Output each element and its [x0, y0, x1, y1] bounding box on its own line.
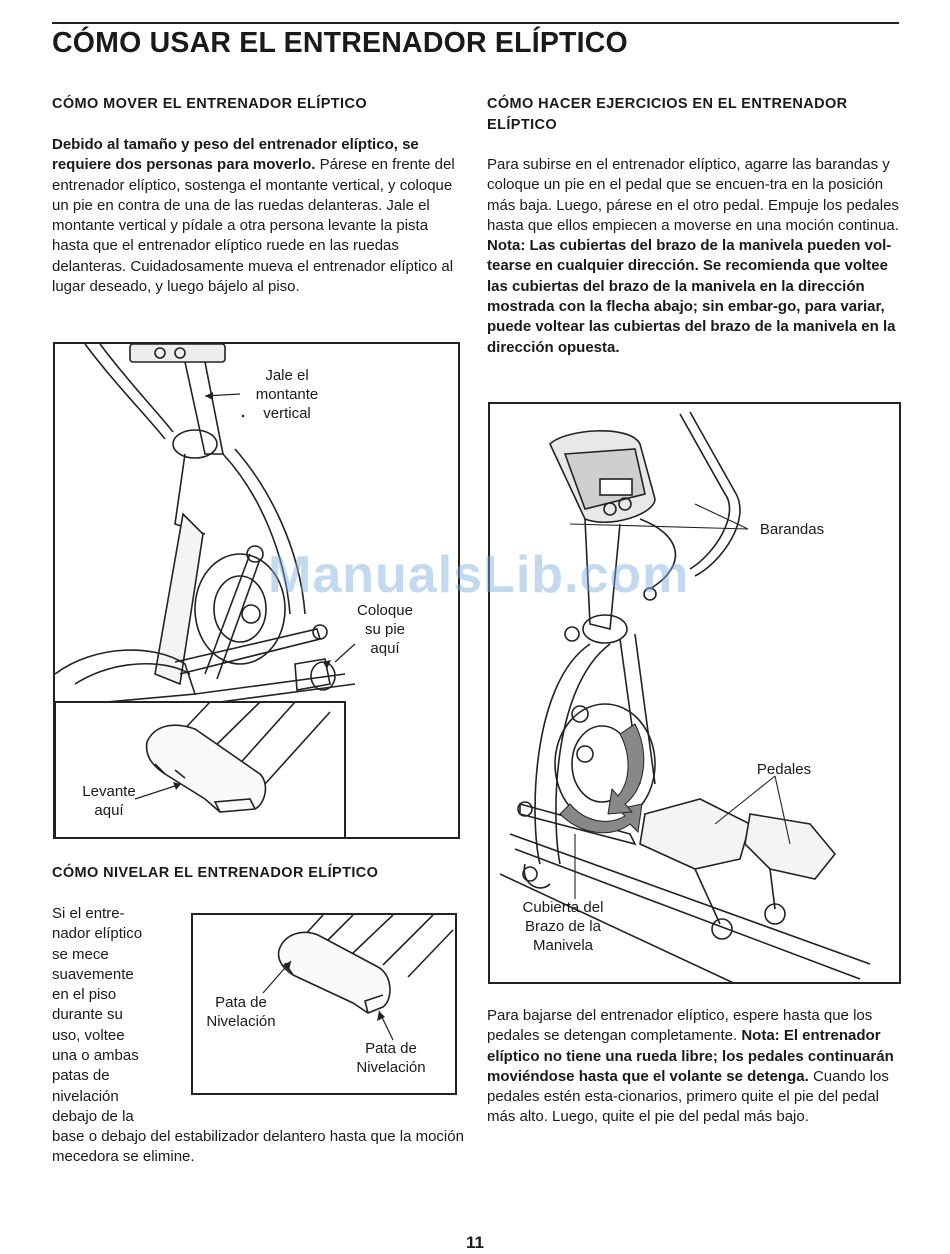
label-leveling-foot-a: Pata de Nivelación	[193, 993, 289, 1031]
page-title: CÓMO USAR EL ENTRENADOR ELÍPTICO	[52, 27, 628, 59]
figure-moving-illustration	[55, 344, 356, 837]
label-rails: Barandas	[759, 521, 825, 538]
heading-move: CÓMO MOVER EL ENTRENADOR ELÍPTICO	[52, 96, 368, 112]
label-pull-line1: Jale el	[265, 367, 309, 384]
dismount-bold: Nota: El entrenador elíptico no tiene un…	[487, 1027, 894, 1085]
label-foot-line3: aquí	[370, 640, 400, 657]
dismount-paragraph: Para bajarse del entrenador elíptico, es…	[487, 1006, 902, 1128]
label-level-a-line2: Nivelación	[206, 1013, 276, 1030]
label-lift-line1: Levante	[82, 783, 136, 800]
move-text: Párese en frente del entrenador elíptico…	[52, 156, 455, 296]
figure-leveling: Pata de Nivelación Pata de Nivelación	[191, 913, 457, 1095]
label-level-a-line1: Pata de	[215, 994, 267, 1011]
level-line: debajo de la	[52, 1107, 134, 1125]
label-level-b-line2: Nivelación	[356, 1059, 426, 1076]
figure-exercising-illustration	[499, 411, 871, 982]
figure-leveling-illustration	[262, 915, 454, 1041]
move-bold: Debido al tamaño y peso del entrenador e…	[52, 136, 419, 174]
label-pull-upright: Jale el montante vertical	[247, 366, 327, 423]
level-line: patas de	[52, 1067, 110, 1085]
label-foot-line2: su pie	[364, 621, 406, 638]
watermark: ManualsLib.com	[268, 546, 690, 604]
level-line: uso, voltee	[52, 1026, 125, 1044]
label-cover-line2: Brazo de la	[525, 918, 601, 935]
exercise-text: Para subirse en el entrenador elíptico, …	[487, 156, 899, 234]
label-cover-line1: Cubierta del	[522, 899, 604, 916]
heading-level: CÓMO NIVELAR EL ENTRENADOR ELÍPTICO	[52, 865, 379, 881]
level-line: en el piso	[52, 986, 117, 1004]
label-level-b-line1: Pata de	[365, 1040, 417, 1057]
level-tail-text: base o debajo del estabilizador delanter…	[52, 1128, 464, 1166]
level-line: una o ambas	[52, 1047, 139, 1065]
level-line: Si el entre-	[52, 905, 125, 922]
label-pull-line2: montante	[255, 386, 319, 403]
label-lift-here: Levante aquí	[69, 782, 149, 820]
move-paragraph: Debido al tamaño y peso del entrenador e…	[52, 135, 464, 297]
exercise-paragraph: Para subirse en el entrenador elíptico, …	[487, 155, 899, 358]
level-line: nador elíptico	[52, 925, 143, 943]
label-pedals: Pedales	[756, 761, 812, 778]
figure-moving: Jale el montante vertical Coloque su pie…	[53, 342, 460, 839]
label-place-foot: Coloque su pie aquí	[345, 601, 425, 658]
right-column: CÓMO HACER EJERCICIOS EN EL ENTRENADOR E…	[487, 94, 899, 358]
label-crank-arm-cover: Cubierta del Brazo de la Manivela	[512, 898, 614, 955]
page-number: 11	[466, 1233, 484, 1252]
left-column: CÓMO MOVER EL ENTRENADOR ELÍPTICO Debido…	[52, 94, 464, 297]
label-cover-line3: Manivela	[532, 937, 594, 954]
label-foot-line1: Coloque	[357, 602, 413, 619]
label-pull-line3: vertical	[263, 405, 311, 422]
level-line: se mece	[52, 945, 109, 963]
level-line: durante su	[52, 1006, 123, 1024]
heading-exercise: CÓMO HACER EJERCICIOS EN EL ENTRENADOR E…	[487, 96, 848, 133]
level-line: nivelación	[52, 1087, 119, 1105]
label-lift-line2: aquí	[94, 802, 124, 819]
figure-exercising: Barandas Pedales Cubierta del Brazo de l…	[488, 402, 901, 984]
level-narrow-text: Si el entre- nador elíptico se mece suav…	[52, 904, 182, 1127]
exercise-bold: Nota: Las cubiertas del brazo de la mani…	[487, 237, 896, 356]
dismount-text-2: Cuando los pedales estén esta-cionarios,…	[487, 1067, 889, 1126]
label-leveling-foot-b: Pata de Nivelación	[343, 1039, 439, 1077]
top-rule	[52, 22, 899, 24]
level-line: suavemente	[52, 965, 134, 983]
dismount-text-1: Para bajarse del entrenador elíptico, es…	[487, 1007, 873, 1045]
